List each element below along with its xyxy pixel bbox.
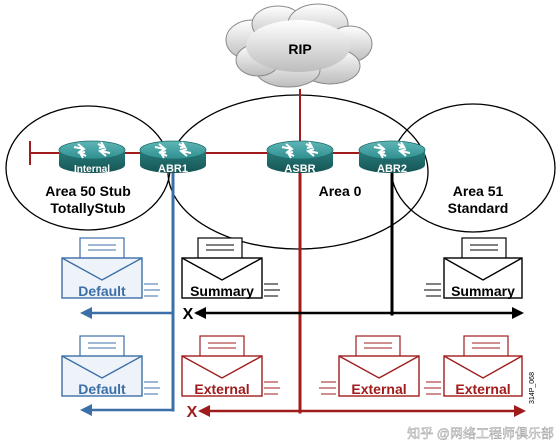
envelope-summary-area0: Summary — [181, 237, 280, 299]
envelope-default-label-1: Default — [78, 283, 126, 299]
router-abr1-label: ABR1 — [158, 163, 188, 175]
envelope-default-area50-row1: Default — [61, 237, 160, 299]
summary-arrow-right-head — [512, 307, 524, 319]
watermark: 知乎 @网络工程师俱乐部 — [407, 426, 554, 441]
external-arrow-right-head — [514, 405, 526, 417]
external-flow: X — [80, 404, 526, 421]
external-block-mark: X — [187, 404, 198, 421]
envelope-external-area0: External — [181, 335, 280, 397]
envelope-external-area51: External — [424, 335, 523, 397]
area-51-label-line2: Standard — [448, 200, 509, 216]
router-abr1: ABR1 — [139, 140, 207, 175]
area-50-label-line2: TotallyStub — [50, 200, 125, 216]
envelope-external-area0-right: External — [319, 335, 420, 397]
area-labels: Area 50 Stub TotallyStub Area 0 Area 51 … — [45, 183, 508, 216]
envelope-default-label-2: Default — [78, 381, 126, 397]
router-abr2: ABR2 — [358, 140, 426, 175]
summary-arrow-left-head — [194, 307, 206, 319]
area-0-label: Area 0 — [319, 183, 362, 199]
default-arrow-head-2 — [80, 404, 92, 416]
summary-flow: X — [80, 306, 524, 323]
rip-label: RIP — [288, 41, 311, 57]
router-internal: Internal — [58, 140, 126, 175]
figure-code: 314P_068 — [529, 372, 536, 404]
default-arrow-head-1 — [80, 307, 92, 319]
envelope-summary-label-2: Summary — [451, 283, 515, 299]
rip-cloud: RIP — [225, 3, 373, 88]
router-abr2-label: ABR2 — [377, 163, 407, 175]
envelope-summary-label-1: Summary — [190, 283, 254, 299]
area-51-label-line1: Area 51 — [453, 183, 504, 199]
router-internal-label: Internal — [74, 164, 110, 175]
envelope-external-label-1: External — [194, 381, 249, 397]
area-50-label-line1: Area 50 Stub — [45, 183, 131, 199]
router-asbr-label: ASBR — [284, 163, 315, 175]
router-asbr: ASBR — [266, 140, 334, 175]
envelope-external-label-2: External — [351, 381, 406, 397]
envelope-default-area50-row2: Default — [61, 335, 160, 397]
envelope-external-label-3: External — [455, 381, 510, 397]
envelope-summary-area51: Summary — [424, 237, 523, 299]
external-arrow-left-head — [198, 405, 210, 417]
summary-block-mark: X — [183, 306, 194, 323]
